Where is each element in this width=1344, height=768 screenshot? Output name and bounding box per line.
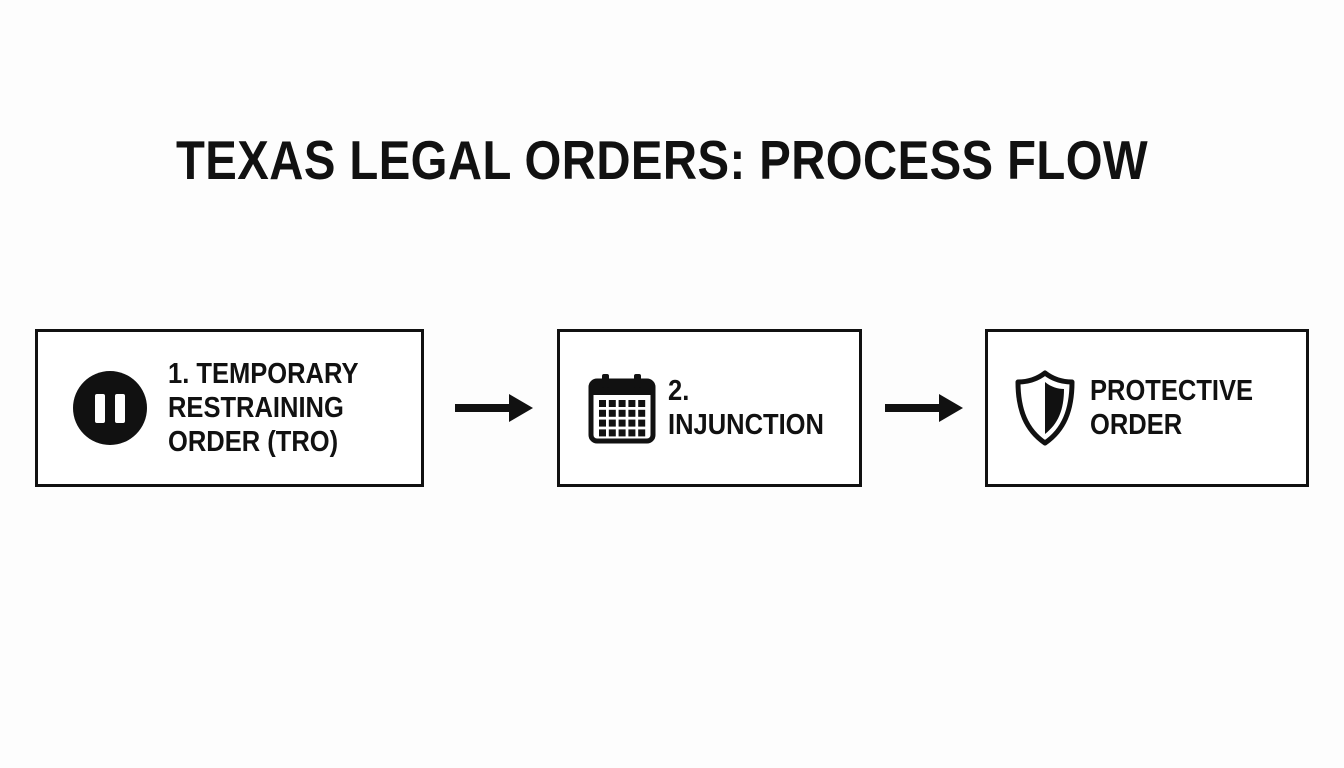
diagram-title: TEXAS LEGAL ORDERS: PROCESS FLOW	[175, 129, 1149, 191]
calendar-icon	[588, 372, 656, 444]
calendar-day-cell	[608, 400, 616, 407]
calendar-day-cell	[628, 400, 636, 407]
calendar-day-cell	[608, 419, 616, 427]
step-box-injunction: 2. INJUNCTION	[557, 329, 862, 487]
calendar-day-cell	[618, 409, 626, 417]
pause-icon	[72, 370, 148, 446]
calendar-day-cell	[599, 419, 606, 427]
calendar-day-cell	[618, 400, 626, 407]
calendar-day-cell	[638, 409, 646, 417]
calendar-day-cell	[608, 429, 616, 437]
calendar-day-cell	[628, 409, 636, 417]
step-label-injunction: 2. INJUNCTION	[668, 375, 824, 441]
arrow-right-icon	[885, 393, 965, 423]
step-label-tro: 1. TEMPORARY RESTRAINING ORDER (TRO)	[168, 358, 359, 458]
calendar-day-cell	[638, 429, 646, 437]
calendar-day-cell	[638, 419, 646, 427]
calendar-day-cell	[618, 429, 626, 437]
calendar-day-cell	[599, 429, 606, 437]
calendar-day-cell	[608, 409, 616, 417]
arrow-right-icon	[455, 393, 535, 423]
calendar-day-cell	[628, 419, 636, 427]
step-box-protective-order: PROTECTIVE ORDER	[985, 329, 1309, 487]
step-box-tro: 1. TEMPORARY RESTRAINING ORDER (TRO)	[35, 329, 424, 487]
shield-icon	[1014, 370, 1076, 446]
calendar-day-cell	[628, 429, 636, 437]
calendar-day-cell	[638, 400, 646, 407]
step-label-protective-order: PROTECTIVE ORDER	[1090, 375, 1254, 441]
calendar-day-cell	[618, 419, 626, 427]
calendar-day-cell	[599, 400, 606, 407]
calendar-day-cell	[599, 409, 606, 417]
